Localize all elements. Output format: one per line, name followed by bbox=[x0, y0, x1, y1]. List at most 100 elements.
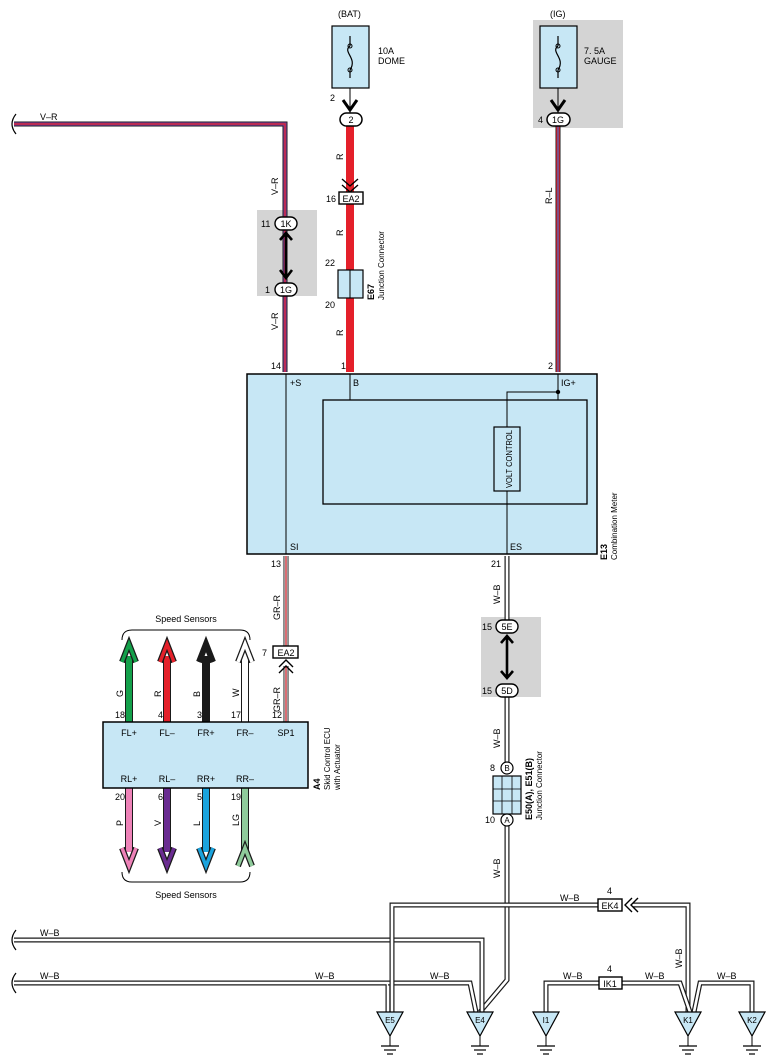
ecu-terminal-label: FL– bbox=[159, 728, 175, 738]
skid-control-ecu bbox=[102, 721, 309, 789]
meter-pin-s: 14 bbox=[271, 361, 281, 371]
ecu-terminal-label: FL+ bbox=[121, 728, 137, 738]
svg-text:1K: 1K bbox=[280, 219, 291, 229]
label-r-2: R bbox=[335, 229, 345, 236]
sensor-arrow-down bbox=[158, 847, 176, 871]
label-wb-ek4: W–B bbox=[560, 893, 580, 903]
ecu-terminal-label: RR+ bbox=[197, 774, 215, 784]
pin-jb-b: 8 bbox=[490, 763, 495, 773]
wire-break-vr bbox=[11, 113, 17, 135]
ground-e5: E5 bbox=[375, 1011, 405, 1055]
ecu-terminal-label: FR+ bbox=[197, 728, 214, 738]
meter-term-b: B bbox=[353, 378, 359, 388]
meter-term-es: ES bbox=[510, 542, 522, 552]
sensor-arrow-up bbox=[158, 639, 176, 663]
label-wb-3: W–B bbox=[492, 858, 502, 878]
conn-ik1: IK1 bbox=[598, 976, 623, 990]
arrow-ek4 bbox=[624, 897, 639, 913]
ecu-pin-number: 20 bbox=[115, 792, 125, 802]
label-wb-left2: W–B bbox=[40, 971, 60, 981]
speed-sensors-bottom: Speed Sensors bbox=[155, 890, 217, 900]
ground-label: E5 bbox=[385, 1016, 395, 1025]
ecu-name-2: with Actuator bbox=[333, 744, 342, 791]
sensor-wire-label: L bbox=[192, 821, 202, 826]
meter-name: Combination Meter bbox=[610, 492, 619, 560]
meter-pin-si: 13 bbox=[271, 559, 281, 569]
sensor-wire-label: W bbox=[231, 688, 241, 697]
svg-text:5E: 5E bbox=[501, 622, 512, 632]
sensor-wire-label: G bbox=[115, 690, 125, 697]
jb-connector-b: B bbox=[500, 761, 514, 775]
pin-ea2-top: 16 bbox=[326, 194, 336, 204]
ecu-terminal-label: FR– bbox=[236, 728, 253, 738]
sensor-arrow-up bbox=[236, 843, 254, 867]
pin-bat: 2 bbox=[330, 93, 335, 103]
arrow-bat bbox=[341, 99, 359, 113]
conn-1g: 1G bbox=[274, 282, 298, 297]
brace-top bbox=[121, 629, 251, 641]
jb-e50-e51 bbox=[492, 775, 522, 815]
e67-code: E67 bbox=[366, 284, 376, 300]
svg-text:1G: 1G bbox=[552, 115, 564, 125]
svg-text:EA2: EA2 bbox=[277, 648, 294, 658]
label-wb-left1: W–B bbox=[40, 928, 60, 938]
label-rl: R–L bbox=[544, 187, 554, 204]
jb-name: Junction Connector bbox=[535, 751, 544, 820]
ecu-terminal-label: RR– bbox=[236, 774, 254, 784]
wire-w-b-main bbox=[478, 556, 510, 1014]
arrow-ea2-mid bbox=[278, 659, 294, 674]
label-vr-top: V–R bbox=[40, 112, 58, 122]
e67-pin-top: 22 bbox=[325, 258, 335, 268]
ecu-terminal-label: RL+ bbox=[121, 774, 138, 784]
volt-control-label: VOLT CONTROL bbox=[505, 429, 514, 488]
label-r-3: R bbox=[335, 329, 345, 336]
pin-5d: 15 bbox=[482, 686, 492, 696]
conn-ek4: EK4 bbox=[597, 898, 623, 912]
label-wb-i1: W–B bbox=[563, 971, 583, 981]
svg-text:EA2: EA2 bbox=[342, 194, 359, 204]
sensor-arrow-up bbox=[120, 639, 138, 663]
label-grr-1: GR–R bbox=[272, 594, 282, 620]
svg-text:5D: 5D bbox=[501, 686, 513, 696]
conn-ea2-top: EA2 bbox=[338, 191, 364, 205]
label-wb-mid1: W–B bbox=[315, 971, 335, 981]
ig-label: (IG) bbox=[550, 9, 566, 19]
ecu-pin-number: 3 bbox=[197, 710, 202, 720]
ecu-terminal-label: RL– bbox=[159, 774, 176, 784]
ecu-name-1: Skid Control ECU bbox=[323, 727, 332, 790]
sensor-wire-label: R bbox=[153, 690, 163, 697]
label-wb-2: W–B bbox=[492, 728, 502, 748]
e67-pin-bot: 20 bbox=[325, 300, 335, 310]
sensor-wire-label: V bbox=[153, 820, 163, 826]
jb-code: E50(A), E51(B) bbox=[524, 758, 534, 820]
ground-i1: I1 bbox=[531, 1011, 561, 1055]
label-wb-k2: W–B bbox=[717, 971, 737, 981]
e67-name: Junction Connector bbox=[377, 231, 386, 300]
pin-ig: 4 bbox=[538, 115, 543, 125]
meter-pin-es: 21 bbox=[491, 559, 501, 569]
ground-label: K2 bbox=[747, 1016, 757, 1025]
ground-wires bbox=[14, 902, 755, 1013]
conn-ea2-mid: EA2 bbox=[272, 645, 299, 659]
jb-connector-a: A bbox=[500, 813, 514, 827]
meter-pin-b: 1 bbox=[341, 361, 346, 371]
pin-ea2-mid: 7 bbox=[262, 648, 267, 658]
svg-text:A: A bbox=[504, 816, 510, 825]
fuse-dome-rating: 10A bbox=[378, 46, 394, 56]
label-wb-k1: W–B bbox=[645, 971, 665, 981]
label-wb-mid2: W–B bbox=[430, 971, 450, 981]
sensor-wire-label: P bbox=[115, 820, 125, 826]
ground-label: I1 bbox=[543, 1016, 550, 1025]
fuse-dome-name: DOME bbox=[378, 56, 405, 66]
arrow-5e-5d bbox=[500, 634, 514, 680]
ground-label: K1 bbox=[683, 1016, 693, 1025]
pin-ik1: 4 bbox=[607, 964, 612, 974]
ecu-pin-number: 4 bbox=[158, 710, 163, 720]
svg-text:EK4: EK4 bbox=[601, 901, 618, 911]
pin-1k: 11 bbox=[261, 219, 270, 229]
sensor-arrow-up bbox=[197, 639, 215, 663]
